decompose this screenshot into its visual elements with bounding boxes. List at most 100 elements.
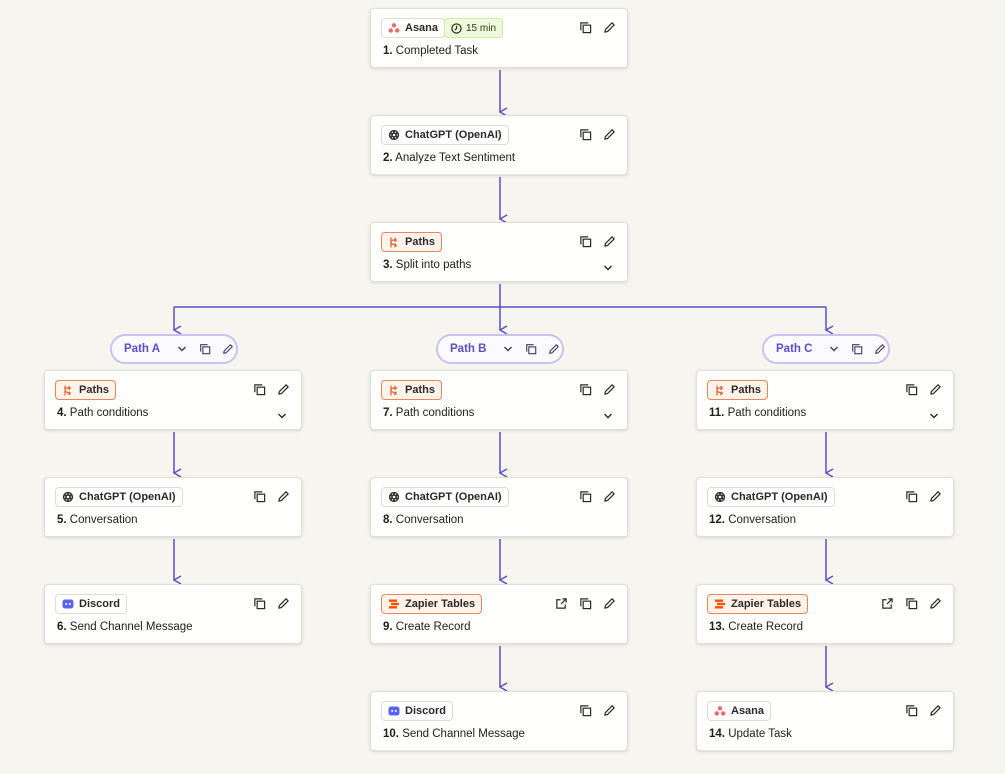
app-name: Zapier Tables [731,598,802,610]
chevron-down-icon[interactable] [601,409,615,423]
copy-icon[interactable] [903,595,919,611]
app-chip: ChatGPT (OpenAI) [381,487,509,507]
copy-icon[interactable] [251,595,267,611]
step-card-1[interactable]: Asana 15 min 1. Completed Task [370,8,628,68]
step-card-12[interactable]: ChatGPT (OpenAI) 12. Conversation [696,477,954,537]
step-card-10[interactable]: Discord 10. Send Channel Message [370,691,628,751]
step-card-9[interactable]: Zapier Tables 9. Create Record [370,584,628,644]
chevron-down-icon[interactable] [275,409,289,423]
step-card-6[interactable]: Discord 6. Send Channel Message [44,584,302,644]
copy-icon[interactable] [251,488,267,504]
chevron-down-icon[interactable] [927,409,941,423]
copy-icon[interactable] [577,595,593,611]
app-name: Zapier Tables [405,598,476,610]
copy-icon[interactable] [251,381,267,397]
copy-icon[interactable] [903,488,919,504]
edit-pencil-icon[interactable] [601,126,617,142]
app-name: Asana [405,22,439,34]
edit-pencil-icon[interactable] [601,488,617,504]
app-chip: Paths [707,380,768,400]
edit-pencil-icon[interactable] [275,595,291,611]
step-title: 10. Send Channel Message [383,728,525,740]
app-name: Paths [731,384,761,396]
step-card-5[interactable]: ChatGPT (OpenAI) 5. Conversation [44,477,302,537]
step-title: 11. Path conditions [709,407,807,419]
copy-icon[interactable] [849,341,865,357]
app-name: ChatGPT (OpenAI) [731,491,828,503]
copy-icon[interactable] [577,233,593,249]
step-title: 5. Conversation [57,514,138,526]
app-chip: Asana [381,18,446,38]
zapier-tables-icon [714,598,726,610]
step-card-8[interactable]: ChatGPT (OpenAI) 8. Conversation [370,477,628,537]
app-name: ChatGPT (OpenAI) [405,129,502,141]
open-external-icon[interactable] [879,595,895,611]
step-title: 13. Create Record [709,621,803,633]
edit-pencil-icon[interactable] [872,341,888,357]
copy-icon[interactable] [577,381,593,397]
open-external-icon[interactable] [553,595,569,611]
step-card-4[interactable]: Paths 4. Path conditions [44,370,302,430]
app-name: Asana [731,705,765,717]
app-chip: ChatGPT (OpenAI) [707,487,835,507]
edit-pencil-icon[interactable] [927,702,943,718]
edit-pencil-icon[interactable] [927,595,943,611]
edit-pencil-icon[interactable] [601,381,617,397]
copy-icon[interactable] [577,19,593,35]
chevron-down-icon[interactable] [601,261,615,275]
app-chip: Paths [381,380,442,400]
path-c-pill[interactable]: Path C [762,334,890,364]
openai-icon [62,491,74,503]
app-name: ChatGPT (OpenAI) [405,491,502,503]
copy-icon[interactable] [577,126,593,142]
step-title: 14. Update Task [709,728,792,740]
app-name: Paths [79,384,109,396]
chevron-down-icon[interactable] [826,341,842,357]
step-title: 8. Conversation [383,514,464,526]
edit-pencil-icon[interactable] [927,488,943,504]
step-title: 6. Send Channel Message [57,621,193,633]
copy-icon[interactable] [577,702,593,718]
step-card-13[interactable]: Zapier Tables 13. Create Record [696,584,954,644]
edit-pencil-icon[interactable] [220,341,236,357]
copy-icon[interactable] [523,341,539,357]
step-title: 9. Create Record [383,621,471,633]
app-chip: Zapier Tables [707,594,809,614]
edit-pencil-icon[interactable] [927,381,943,397]
path-a-pill[interactable]: Path A [110,334,238,364]
schedule-badge: 15 min [444,18,504,38]
app-chip: Asana [707,701,772,721]
discord-icon [388,705,400,717]
app-chip: Paths [381,232,442,252]
paths-icon [388,384,400,396]
copy-icon[interactable] [197,341,213,357]
app-chip: ChatGPT (OpenAI) [55,487,183,507]
edit-pencil-icon[interactable] [275,488,291,504]
path-name: Path A [124,343,160,355]
edit-pencil-icon[interactable] [546,341,562,357]
step-card-7[interactable]: Paths 7. Path conditions [370,370,628,430]
step-card-11[interactable]: Paths 11. Path conditions [696,370,954,430]
copy-icon[interactable] [903,381,919,397]
step-card-14[interactable]: Asana 14. Update Task [696,691,954,751]
edit-pencil-icon[interactable] [601,233,617,249]
path-b-pill[interactable]: Path B [436,334,564,364]
asana-icon [714,705,726,717]
app-chip: Zapier Tables [381,594,483,614]
edit-pencil-icon[interactable] [275,381,291,397]
app-chip: ChatGPT (OpenAI) [381,125,509,145]
chevron-down-icon[interactable] [174,341,190,357]
openai-icon [388,491,400,503]
edit-pencil-icon[interactable] [601,702,617,718]
step-card-3[interactable]: Paths 3. Split into paths [370,222,628,282]
chevron-down-icon[interactable] [500,341,516,357]
copy-icon[interactable] [577,488,593,504]
copy-icon[interactable] [903,702,919,718]
edit-pencil-icon[interactable] [601,19,617,35]
edit-pencil-icon[interactable] [601,595,617,611]
step-title: 3. Split into paths [383,259,472,271]
paths-icon [714,384,726,396]
openai-icon [388,129,400,141]
step-card-2[interactable]: ChatGPT (OpenAI) 2. Analyze Text Sentime… [370,115,628,175]
step-title: 1. Completed Task [383,45,479,57]
